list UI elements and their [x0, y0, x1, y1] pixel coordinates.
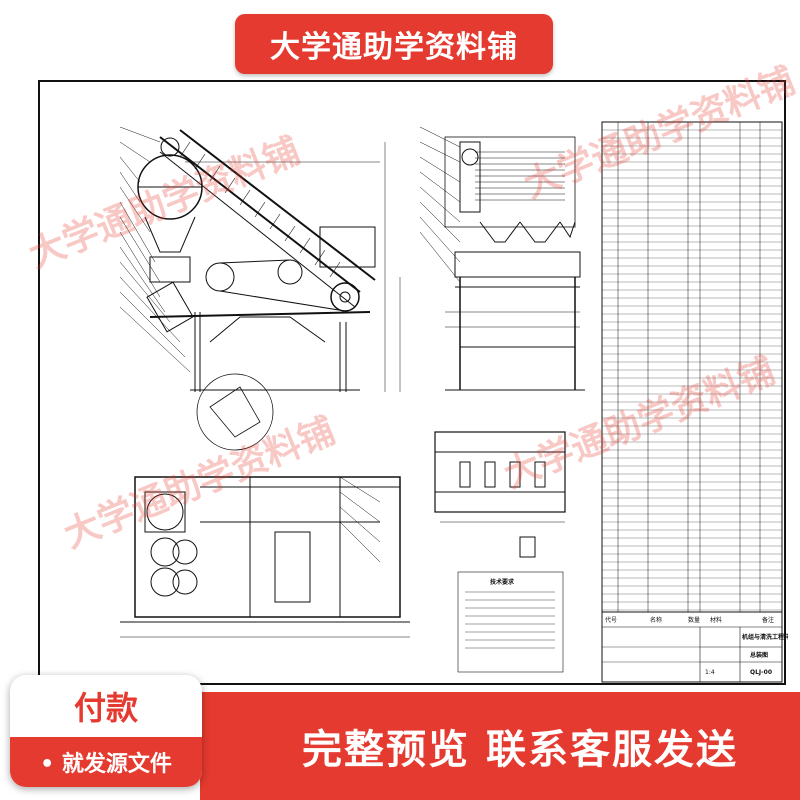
tb-col-name: 名称	[650, 616, 662, 624]
tb-col-note: 备注	[762, 616, 774, 624]
tb-col-code: 代号	[605, 616, 617, 624]
store-banner: 大学通助学资料铺	[235, 14, 553, 74]
tb-col-qty: 数量	[688, 616, 700, 624]
footer-band: 完整预览 联系客服发送	[200, 692, 800, 800]
pay-title: 付款	[73, 689, 138, 727]
pay-card: 付款 • 就发源文件	[10, 675, 202, 787]
pay-subtitle: • 就发源文件	[10, 737, 202, 787]
tb-drawing-no: QLJ-00	[750, 669, 772, 676]
section-view	[434, 431, 566, 558]
drawing-svg: 代号 名称 数量 材料 备注 机组与清洗工程样图 总装图 1:4 QLJ-00 …	[119, 121, 788, 683]
tb-drawing-name: 机组与清洗工程样图	[742, 633, 788, 641]
tb-scale: 1:4	[705, 669, 715, 676]
tb-drawing-type: 总装图	[750, 651, 768, 659]
side-view	[419, 126, 585, 391]
engineering-drawing-sheet: 代号 名称 数量 材料 备注 机组与清洗工程样图 总装图 1:4 QLJ-00 …	[38, 80, 788, 685]
front-view	[119, 126, 401, 451]
tb-col-material: 材料	[710, 616, 722, 624]
notes-title: 技术要求	[490, 578, 515, 586]
top-view	[120, 476, 410, 638]
contact-service-cta: 完整预览 联系客服发送	[302, 727, 738, 773]
